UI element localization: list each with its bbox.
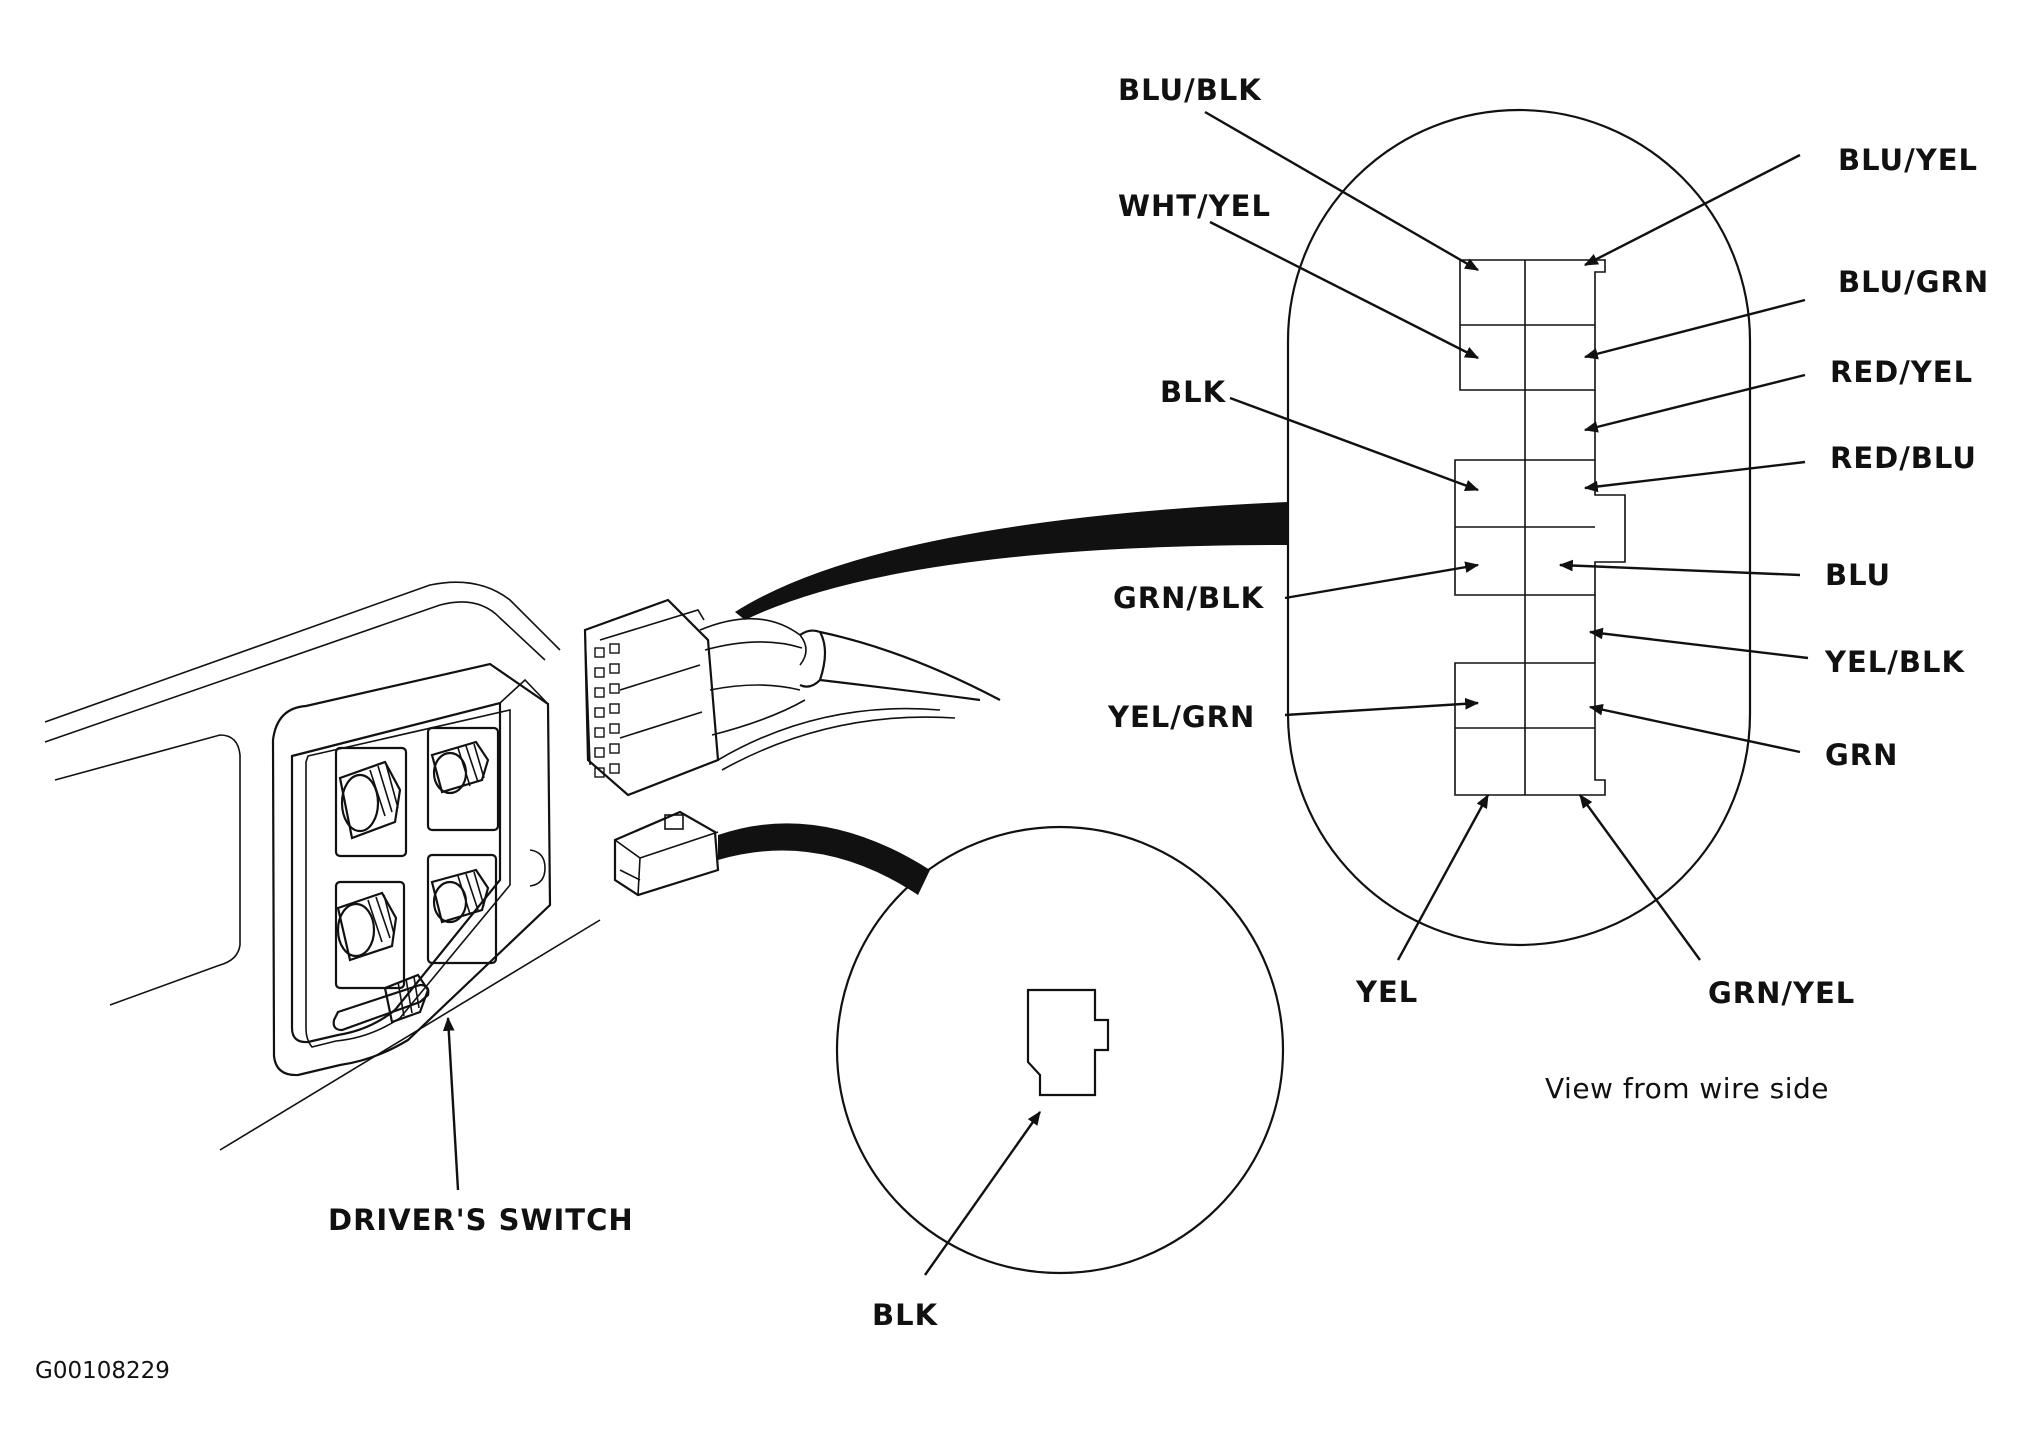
window-switch-knob: [430, 740, 490, 795]
label-red-blu: RED/BLU: [1830, 441, 1977, 475]
label-grn: GRN: [1825, 738, 1898, 772]
label-wht-yel: WHT/YEL: [1118, 189, 1271, 223]
window-switch-knob: [338, 760, 402, 840]
figure-code: G00108229: [35, 1358, 170, 1384]
label-blk-bottom: BLK: [872, 1298, 939, 1332]
two-pin-connector: [613, 810, 930, 897]
driver-switch-assembly: [44, 581, 601, 1151]
blk-connector-face-view: [835, 825, 1285, 1275]
lock-switch-knob: [383, 973, 430, 1024]
label-blu-blk: BLU/BLK: [1118, 73, 1262, 107]
wire-color-labels: BLU/BLK WHT/YEL BLK GRN/BLK YEL/GRN BLU/…: [328, 73, 1989, 1332]
view-note: View from wire side: [1545, 1072, 1829, 1105]
label-yel-blk: YEL/BLK: [1824, 645, 1965, 679]
connector-face-view: [1286, 108, 1752, 947]
leader-arrows: [442, 110, 1809, 1276]
label-yel: YEL: [1355, 975, 1418, 1009]
label-blu: BLU: [1825, 558, 1891, 592]
label-drivers-switch: DRIVER'S SWITCH: [328, 1203, 634, 1237]
label-blu-grn: BLU/GRN: [1838, 265, 1989, 299]
label-grn-yel: GRN/YEL: [1708, 976, 1855, 1010]
multi-pin-connector: [583, 502, 1288, 797]
window-switch-knob: [430, 868, 490, 924]
window-switch-knob: [336, 891, 398, 962]
label-yel-grn: YEL/GRN: [1107, 700, 1255, 734]
label-blu-yel: BLU/YEL: [1838, 143, 1978, 177]
label-red-yel: RED/YEL: [1830, 355, 1973, 389]
label-grn-blk: GRN/BLK: [1113, 581, 1265, 615]
label-blk-top: BLK: [1160, 375, 1227, 409]
